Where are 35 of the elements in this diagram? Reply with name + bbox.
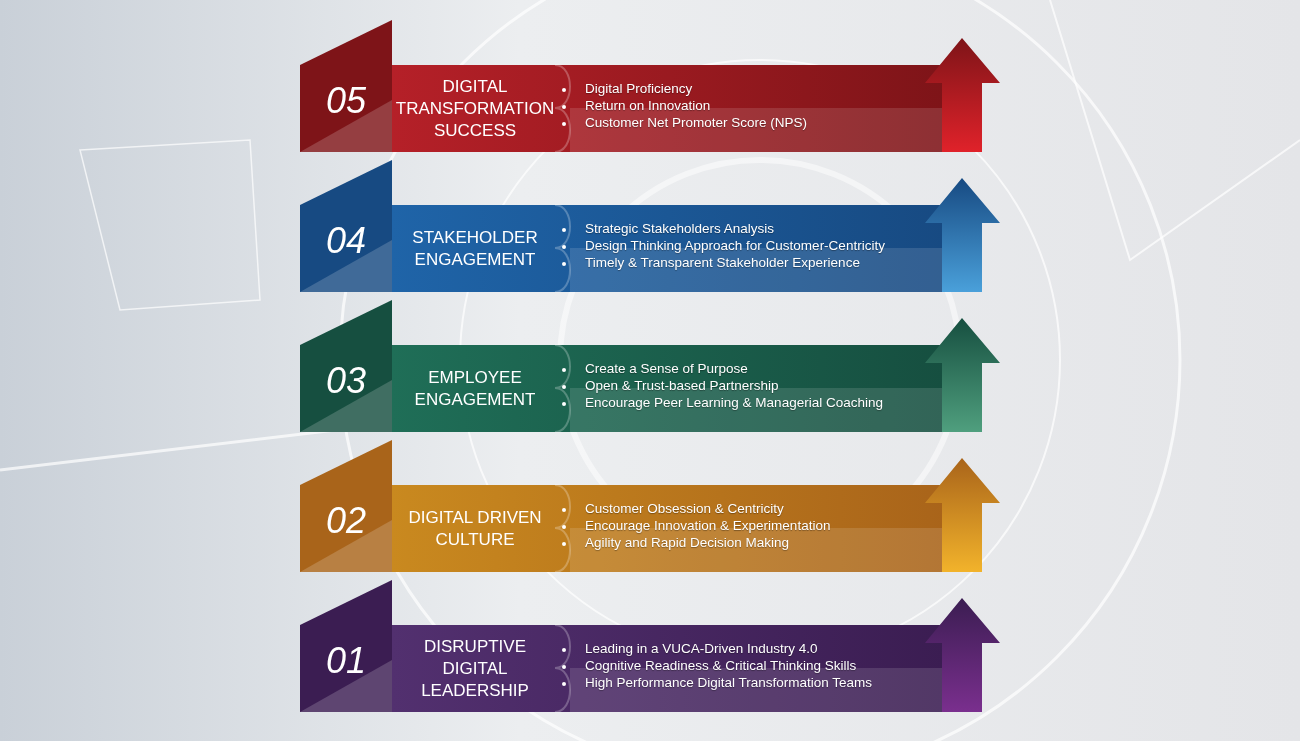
step-number: 03 [326,360,367,402]
step-number: 01 [326,640,367,682]
bullet-item: Timely & Transparent Stakeholder Experience [585,255,860,270]
step-title: DIGITAL TRANSFORMATION SUCCESS [394,75,556,142]
ribbon-banner [300,160,945,292]
step-title: STAKEHOLDER ENGAGEMENT [411,226,539,271]
step-number: 02 [326,500,367,542]
bullet-item: Open & Trust-based Partnership [585,378,779,393]
bullet-item: Encourage Innovation & Experimentation [585,518,831,533]
step-title: DISRUPTIVE DIGITAL LEADERSHIP [420,635,530,702]
bullet-item: Customer Net Promoter Score (NPS) [585,115,808,130]
up-arrow [925,458,1000,572]
bullet-item: Agility and Rapid Decision Making [585,535,790,550]
bullet-item: Customer Obsession & Centricity [585,501,784,516]
up-arrow [925,178,1000,292]
bullet-item: Create a Sense of Purpose [585,361,748,376]
ribbon-banner [300,440,945,572]
bullet-item: Encourage Peer Learning & Managerial Coaching [585,395,883,410]
bullet-item: High Performance Digital Transformation Teams [585,675,873,690]
bullet-item: Strategic Stakeholders Analysis [585,221,775,236]
ribbon-banner [300,300,945,432]
step-title: DIGITAL DRIVEN CULTURE [407,506,543,551]
bullet-item: Cognitive Readiness & Critical Thinking Skills [585,658,857,673]
bullet-item: Design Thinking Approach for Customer-Centricity [585,238,885,253]
bullet-item: Return on Innovation [585,98,711,113]
up-arrow [925,38,1000,152]
up-arrow [925,318,1000,432]
up-arrow [925,598,1000,712]
step-number: 05 [326,80,367,122]
step-number: 04 [326,220,367,262]
ribbon-banner [300,580,945,712]
bullet-item: Digital Proficiency [585,81,693,96]
ribbon-banner [300,20,945,152]
bullet-item: Leading in a VUCA-Driven Industry 4.0 [585,641,818,656]
step-title: EMPLOYEE ENGAGEMENT [413,366,537,411]
